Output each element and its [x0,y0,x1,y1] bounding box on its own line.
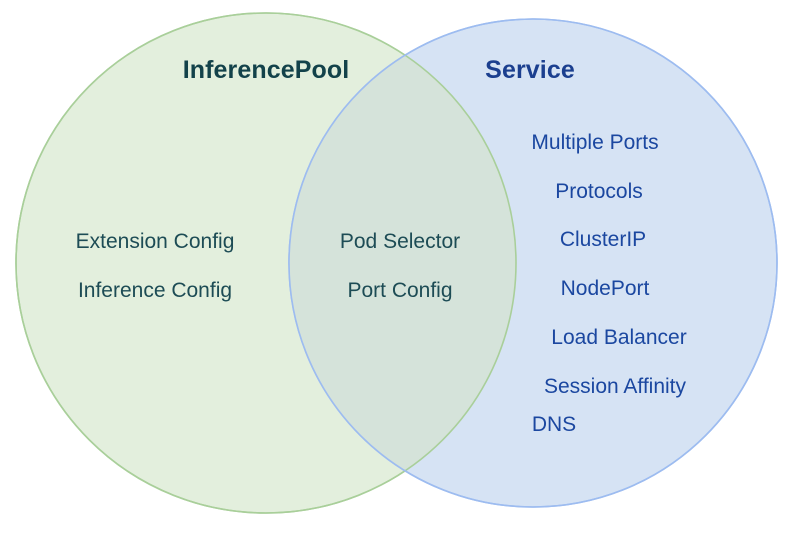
venn-item-left-0: Extension Config [75,230,235,253]
set-title-inferencepool: InferencePool [182,56,350,84]
venn-item-left-1: Inference Config [77,279,233,302]
venn-item-right-3: NodePort [560,277,650,300]
venn-item-shared-1: Port Config [347,279,453,302]
venn-item-right-6: DNS [531,413,577,436]
venn-item-right-2: ClusterIP [559,228,647,251]
venn-item-right-4: Load Balancer [551,326,687,349]
venn-circle-service-outline [288,18,778,508]
venn-circle-inferencepool-outline [15,12,517,514]
venn-item-shared-0: Pod Selector [339,230,461,253]
venn-item-right-0: Multiple Ports [531,131,659,154]
venn-intersection-region [289,19,516,507]
venn-item-right-1: Protocols [555,180,643,203]
set-title-service: Service [485,56,575,84]
venn-item-right-5: Session Affinity [543,375,687,398]
